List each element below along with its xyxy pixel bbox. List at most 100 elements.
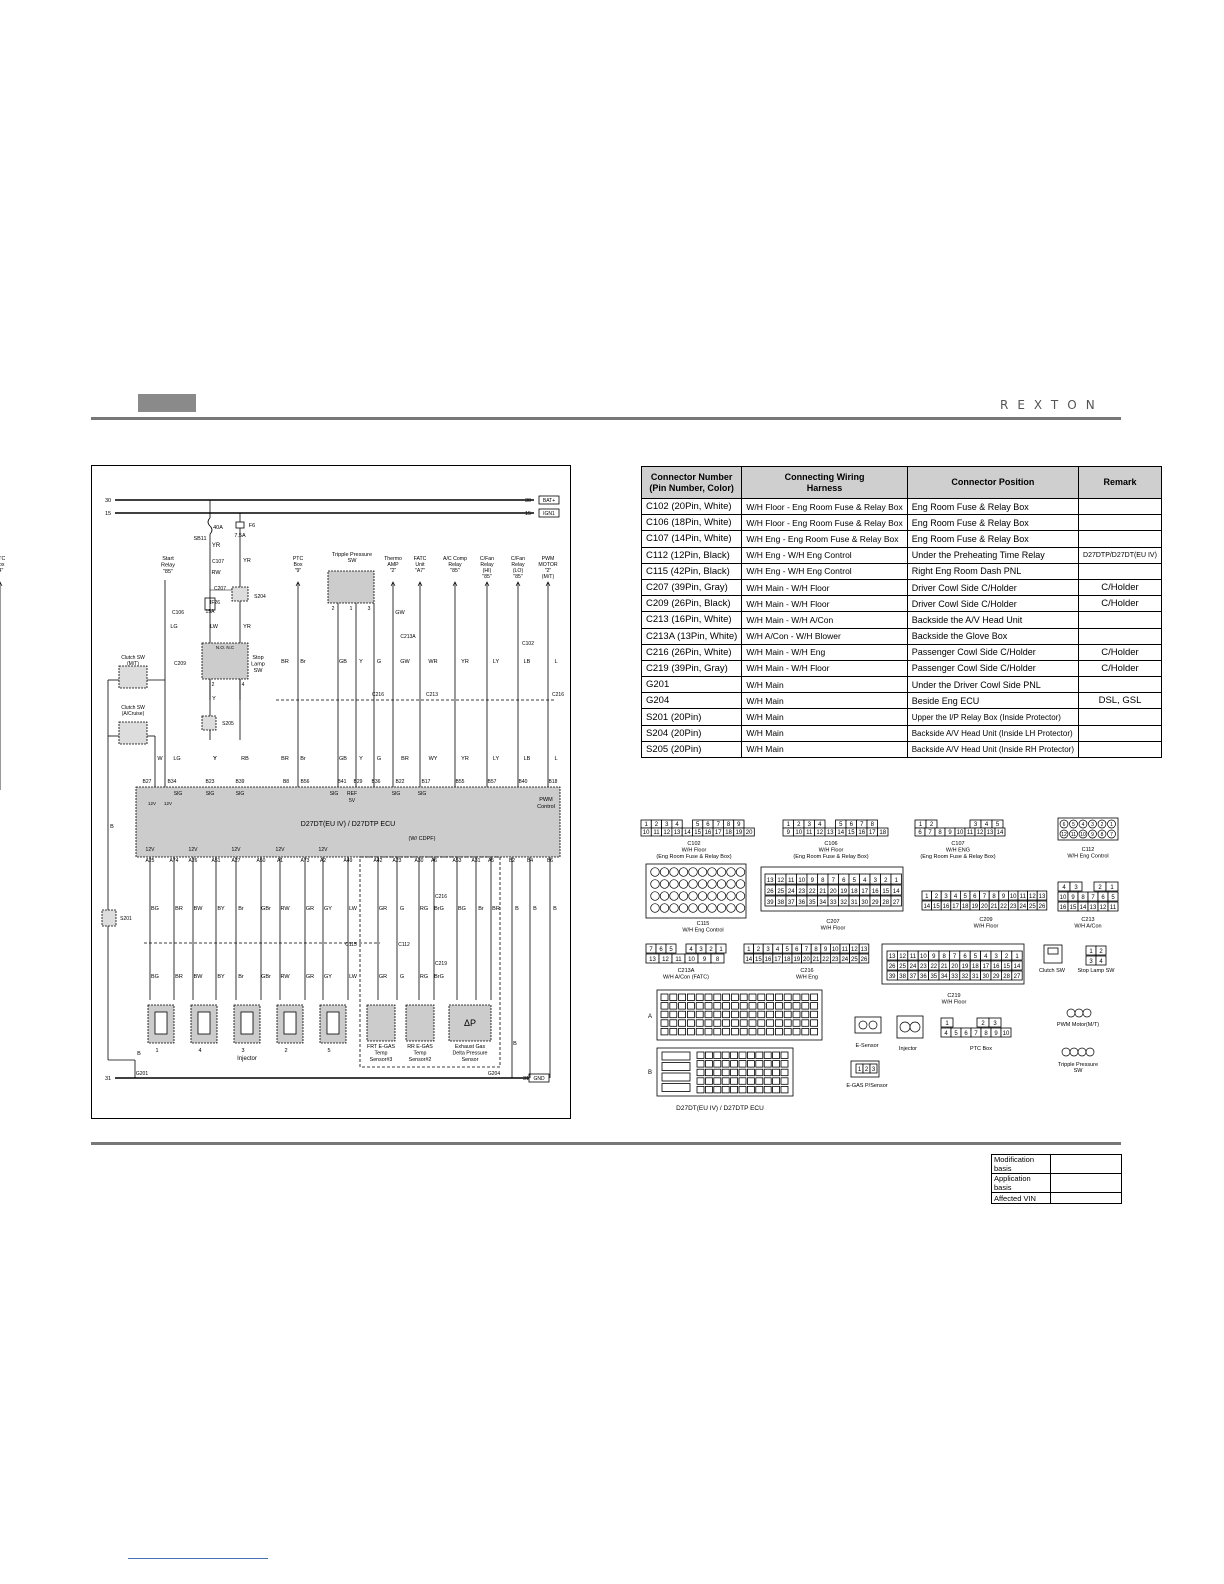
- cell-position: Under the Preheating Time Relay: [906, 546, 1080, 564]
- wire-color: GR: [306, 974, 314, 980]
- component-label: "85": [450, 568, 460, 574]
- cell-harness: W/H Main - W/H A/Con: [741, 611, 908, 629]
- wire-color: LW: [349, 974, 358, 980]
- clutch-switch-cruise: [118, 721, 148, 745]
- cell-harness: W/H Main: [741, 740, 908, 759]
- ecu-sig: 12V: [148, 801, 156, 806]
- wire-color: Br: [478, 906, 484, 912]
- header-tab: [138, 394, 196, 412]
- cell-position: Eng Room Fuse & Relay Box: [906, 497, 1080, 516]
- connector-label: C219: [435, 961, 447, 967]
- wire-color: Y: [212, 696, 216, 702]
- ecu-12v: 12V: [276, 847, 286, 853]
- rail-number: 15: [105, 511, 111, 517]
- wire-color: B: [137, 1051, 141, 1057]
- delta-p-icon: ΔP: [464, 1018, 476, 1028]
- wire-color: L: [554, 659, 557, 665]
- connector-label: C216: [552, 692, 564, 698]
- ecu-pin: B8: [283, 779, 289, 785]
- link-underline: [128, 1558, 268, 1559]
- wire-color: B: [110, 824, 114, 830]
- wire-color: GY: [324, 974, 332, 980]
- sensor-label: FRT E-GAS: [367, 1044, 396, 1050]
- col-position: Connector Position: [906, 466, 1080, 499]
- wire-color: BR: [281, 659, 289, 665]
- wire-color: L: [554, 756, 557, 762]
- gnd-tag: GND: [533, 1076, 545, 1082]
- pin-number: 2: [332, 606, 335, 612]
- gnd-tag-box: [528, 1073, 550, 1083]
- component-label: Unit: [415, 562, 425, 568]
- cell-position: Driver Cowl Side C/Holder: [906, 595, 1080, 613]
- sensor-label: Temp: [414, 1051, 427, 1057]
- connector-table: Connector Number(Pin Number, Color) Conn…: [640, 466, 1162, 759]
- wire-color: Br: [300, 756, 306, 762]
- wire-color: GBr: [261, 906, 271, 912]
- table-row: C106 (18Pin, White)W/H Floor - Eng Room …: [640, 514, 1162, 532]
- cell-connector: C213 (16Pin, White): [640, 611, 743, 629]
- wire-color: Br: [238, 974, 244, 980]
- cell-remark: C/Holder: [1078, 595, 1162, 613]
- header-rule: [91, 417, 1121, 420]
- cell-remark: [1078, 497, 1162, 516]
- connector-label: C207: [214, 586, 226, 592]
- cell-remark: [1078, 611, 1162, 629]
- fuse-label: 15A: [206, 609, 216, 615]
- ecu-pin: B41: [338, 779, 347, 785]
- cell-connector: S201 (20Pin): [640, 708, 743, 726]
- cell-connector: C209 (26Pin, Black): [640, 595, 743, 613]
- cell-position: Passenger Cowl Side C/Holder: [906, 659, 1080, 678]
- cell-connector: C106 (18Pin, White): [640, 514, 743, 532]
- wire-color: RW: [211, 570, 221, 576]
- cell-remark: [1078, 676, 1162, 694]
- arrow-icon: [452, 581, 458, 587]
- connector-label: C216: [372, 692, 384, 698]
- mod-row: Affected VIN: [991, 1192, 1122, 1204]
- ecu-pin: B18: [549, 779, 558, 785]
- sensor-label: Delta Pressure: [452, 1051, 487, 1057]
- cell-position: Right Eng Room Dash PNL: [906, 562, 1080, 580]
- injector-number: 3: [241, 1048, 244, 1054]
- x: YR: [212, 543, 221, 549]
- component-label: "85": [513, 574, 523, 580]
- arrow-icon: [545, 581, 551, 587]
- cell-position: Under the Driver Cowl Side PNL: [906, 676, 1080, 694]
- cell-harness: W/H Main: [741, 676, 908, 694]
- component-label: PWM: [542, 556, 555, 562]
- ecu-12v: 12V: [146, 847, 156, 853]
- ground-label: G204: [488, 1071, 500, 1077]
- col-connector-number: Connector Number(Pin Number, Color): [640, 466, 743, 499]
- ecu-pin: B29: [354, 779, 363, 785]
- component-label: "9": [295, 568, 302, 574]
- rail-tag-box: [538, 495, 560, 505]
- cell-harness: W/H Eng - Eng Room Fuse & Relay Box: [741, 530, 908, 548]
- cell-harness: W/H Floor - Eng Room Fuse & Relay Box: [741, 514, 908, 532]
- cell-harness: W/H Main - W/H Floor: [741, 659, 908, 678]
- table-row: C112 (12Pin, Black)W/H Eng - W/H Eng Con…: [640, 546, 1162, 564]
- cell-remark: [1078, 627, 1162, 645]
- cdpf-group: [359, 856, 501, 1068]
- injector-coil: [283, 1011, 297, 1035]
- rail-tag: IGN1: [543, 511, 555, 517]
- injector-number: 2: [284, 1048, 287, 1054]
- tripple-pressure-switch: [327, 570, 375, 604]
- wire-color: GY: [324, 906, 332, 912]
- switch-contact-label: N.O. N.C: [216, 645, 235, 650]
- connector-label: C107: [212, 559, 224, 565]
- cell-remark: [1078, 514, 1162, 532]
- ecu-pin: B22: [396, 779, 405, 785]
- component-label: "2": [390, 568, 397, 574]
- cell-connector: S205 (20Pin): [640, 740, 743, 759]
- cell-remark: C/Holder: [1078, 659, 1162, 678]
- component-label: PTC: [0, 556, 5, 562]
- cell-harness: W/H Floor - Eng Room Fuse & Relay Box: [741, 497, 908, 516]
- wire-color: BG: [151, 906, 159, 912]
- ecu-12v: 12V: [232, 847, 242, 853]
- ecu-pwm-label: PWM: [539, 797, 553, 803]
- wire-color: RB: [241, 756, 249, 762]
- component-label: Relay: [480, 562, 494, 568]
- switch-label: Clutch SW: [121, 655, 145, 661]
- cell-harness: W/H Main: [741, 708, 908, 726]
- rail-number: 30: [525, 498, 531, 504]
